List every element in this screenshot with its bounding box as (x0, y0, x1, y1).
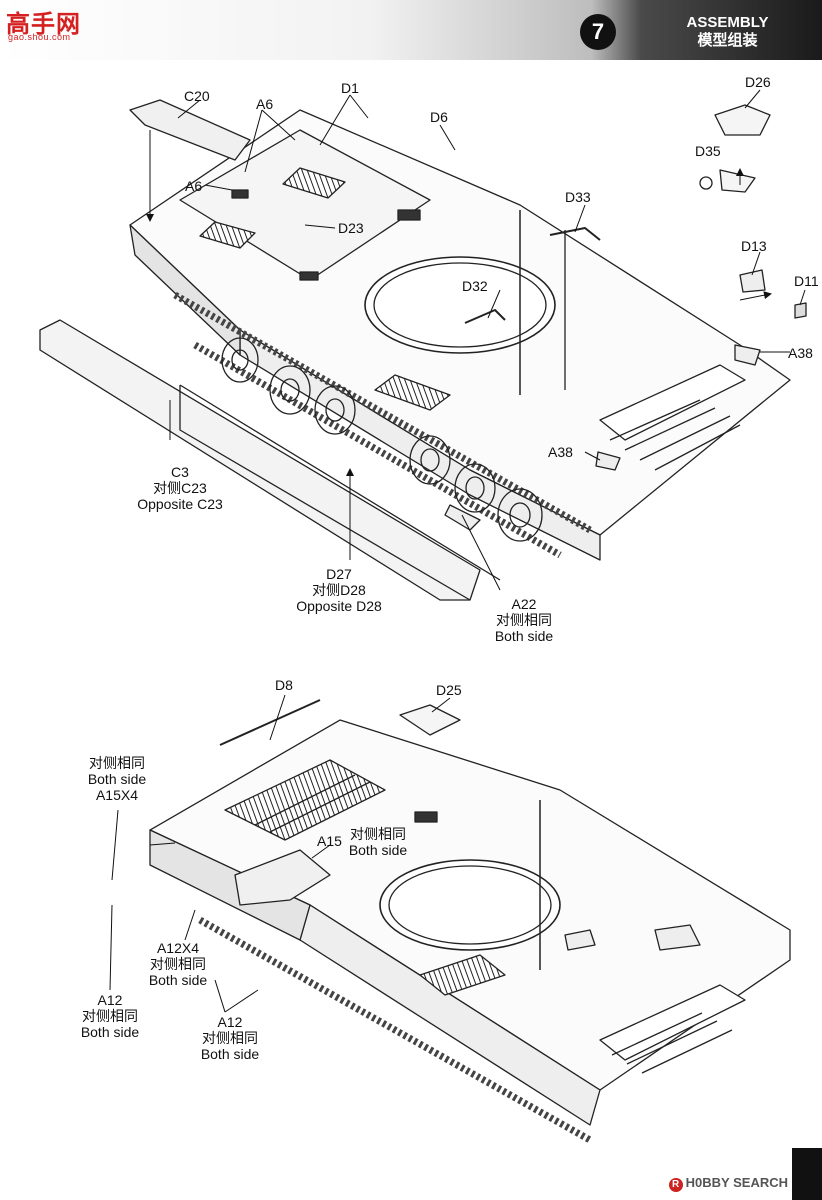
part-d8 (219, 699, 321, 746)
label-d25: D25 (436, 682, 462, 698)
label-d32: D32 (462, 278, 488, 294)
label-a38-right: A38 (788, 345, 813, 361)
label-d26: D26 (745, 74, 771, 90)
label-c20: C20 (184, 88, 210, 104)
label-d27-group: D27 对侧D28 Opposite D28 (280, 566, 398, 614)
part-a38-right (734, 344, 761, 366)
label-a15x4-group: 对侧相同 Both side A15X4 (72, 755, 162, 803)
top-grille-2 (199, 221, 256, 249)
road-wheels-top (221, 337, 543, 542)
label-a12x4-note-en: Both side (148, 972, 208, 988)
label-d6: D6 (430, 109, 448, 125)
label-d11: D11 (794, 273, 819, 289)
label-a22-note-zh: 对侧相同 (496, 612, 552, 628)
label-a12-center-note-en: Both side (200, 1046, 260, 1062)
label-c3-group: C3 对侧C23 Opposite C23 (120, 464, 240, 512)
page-corner-block (792, 1148, 822, 1200)
label-a6-top: A6 (256, 96, 274, 112)
part-d35 (719, 169, 756, 193)
label-d1: D1 (341, 80, 359, 96)
part-d32 (464, 309, 506, 324)
label-c3-note-zh: 对侧C23 (153, 480, 207, 496)
label-a6-left: A6 (185, 178, 203, 194)
bottom-grille-2 (419, 954, 506, 996)
top-leader-lines (146, 89, 806, 591)
label-a12x4: A12X4 (156, 940, 200, 956)
label-a12-center-group: A12 对侧相同 Both side (190, 1014, 270, 1062)
label-a12-left-note-zh: 对侧相同 (82, 1008, 138, 1024)
label-a15x4-note-zh: 对侧相同 (89, 755, 145, 771)
label-a15-note-group: 对侧相同 Both side (338, 826, 418, 858)
label-a22-group: A22 对侧相同 Both side (482, 596, 566, 644)
part-d25 (399, 704, 461, 736)
label-a12x4-group: A12X4 对侧相同 Both side (136, 940, 220, 988)
track-lower (193, 341, 562, 559)
label-a12-center: A12 (217, 1014, 243, 1030)
label-d8: D8 (275, 677, 293, 693)
label-a12-left-note-en: Both side (80, 1024, 140, 1040)
logo-subtext: gao.shou.com (8, 32, 71, 42)
label-a12-left: A12 (97, 992, 123, 1008)
label-c3-note-en: Opposite C23 (137, 496, 223, 512)
label-a15-note-en: Both side (348, 842, 408, 858)
label-c3: C3 (171, 464, 189, 480)
track-lower-bottom (198, 916, 592, 1144)
label-d33: D33 (565, 189, 591, 205)
step-number-badge: 7 (580, 14, 616, 50)
label-a38-center: A38 (548, 444, 573, 460)
top-grille-3 (374, 374, 451, 411)
label-a12-center-note-zh: 对侧相同 (202, 1030, 258, 1046)
part-d33 (549, 227, 601, 241)
section-title-en: ASSEMBLY (686, 14, 769, 31)
label-a12-left-group: A12 对侧相同 Both side (70, 992, 150, 1040)
label-a15x4-note-en: Both side (87, 771, 147, 787)
label-d23: D23 (338, 220, 364, 236)
label-a15-note-zh: 对侧相同 (350, 826, 406, 842)
site-logo: 高手网 gao.shou.com (6, 4, 86, 48)
bottom-hull-drawing (149, 699, 791, 1144)
part-d11 (794, 302, 807, 319)
watermark-badge: R (668, 1178, 683, 1192)
part-d26 (714, 104, 771, 136)
label-d27: D27 (326, 566, 352, 582)
part-c20 (129, 99, 251, 161)
logo-text: 高手网 (6, 11, 81, 38)
top-grille-1 (282, 167, 346, 199)
section-title: ASSEMBLY 模型组装 (640, 14, 815, 50)
section-title-zh: 模型组装 (697, 32, 758, 49)
label-a15x4: A15X4 (95, 787, 139, 803)
label-a22: A22 (511, 596, 537, 612)
part-d13 (739, 269, 766, 293)
label-d27-note-en: Opposite D28 (296, 598, 382, 614)
label-d35: D35 (695, 143, 721, 159)
watermark-text: H0BBY SEARCH (685, 1175, 788, 1190)
label-a15: A15 (317, 833, 342, 849)
label-a22-note-en: Both side (494, 628, 554, 644)
part-a38-center (595, 451, 621, 471)
label-d13: D13 (741, 238, 767, 254)
track-upper (173, 291, 592, 534)
label-d27-note-zh: 对侧D28 (312, 582, 366, 598)
label-a12x4-note-zh: 对侧相同 (150, 956, 206, 972)
bottom-leader-lines (109, 694, 451, 1013)
header-bar (0, 0, 822, 60)
top-hull-drawing (39, 99, 807, 601)
